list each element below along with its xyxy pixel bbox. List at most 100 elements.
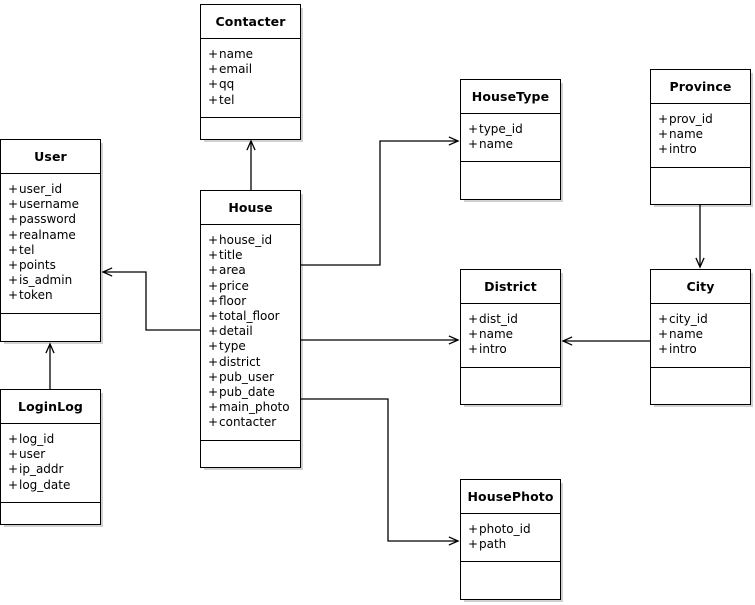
uml-attribute-row: +tel [1, 243, 100, 258]
visibility-marker: + [208, 62, 219, 77]
attribute-name: user_id [19, 182, 63, 196]
uml-attribute-row: +type_id [461, 122, 560, 137]
uml-operation-compartment [1, 503, 100, 519]
visibility-marker: + [208, 248, 219, 263]
uml-attribute-row: +pub_user [201, 370, 300, 385]
attribute-name: intro [669, 342, 697, 357]
visibility-marker: + [658, 142, 669, 157]
uml-attribute-row: +total_floor [201, 309, 300, 324]
uml-attribute-row: +tel [201, 93, 300, 108]
edge-line [301, 398, 458, 542]
visibility-marker: + [468, 312, 479, 326]
visibility-marker: + [8, 477, 19, 492]
uml-attribute-row: +qq [201, 77, 300, 92]
uml-class-title: City [651, 270, 750, 304]
uml-operation-compartment [651, 368, 750, 384]
visibility-marker: + [468, 522, 479, 536]
uml-class-loginlog[interactable]: LoginLog+log_id+user+ip_addr+log_date [0, 389, 101, 525]
uml-attribute-compartment: +type_id+name [461, 114, 560, 163]
visibility-marker: + [208, 324, 219, 339]
visibility-marker: + [208, 77, 219, 92]
uml-class-province[interactable]: Province+prov_id+name+intro [650, 69, 751, 205]
attribute-name: contacter [219, 415, 277, 430]
uml-operation-compartment [201, 441, 300, 457]
attribute-name: name [479, 327, 514, 342]
uml-attribute-row: +main_photo [201, 400, 300, 415]
uml-class-housephoto[interactable]: HousePhoto+photo_id+path [460, 479, 561, 600]
edge-city-to-district[interactable] [561, 336, 650, 346]
uml-attribute-compartment: +house_id+title+area+price+floor+total_f… [201, 225, 300, 441]
uml-operation-compartment [201, 118, 300, 134]
visibility-marker: + [658, 327, 669, 342]
visibility-marker: + [468, 537, 479, 552]
visibility-marker: + [8, 182, 19, 196]
visibility-marker: + [468, 327, 479, 342]
visibility-marker: + [658, 312, 669, 326]
visibility-marker: + [8, 462, 19, 477]
attribute-name: title [219, 248, 243, 263]
attribute-name: city_id [669, 312, 708, 326]
visibility-marker: + [8, 197, 19, 212]
attribute-name: qq [219, 77, 235, 92]
uml-attribute-row: +area [201, 263, 300, 278]
uml-attribute-row: +district [201, 355, 300, 370]
uml-attribute-row: +path [461, 537, 560, 552]
uml-attribute-row: +dist_id [461, 312, 560, 327]
attribute-name: log_date [19, 477, 71, 492]
attribute-name: tel [19, 242, 35, 257]
visibility-marker: + [208, 293, 219, 308]
attribute-name: district [219, 354, 261, 369]
uml-class-title: LoginLog [1, 390, 100, 424]
edge-house-to-housetype[interactable] [301, 136, 460, 266]
edge-house-to-district[interactable] [301, 335, 460, 345]
uml-attribute-row: +intro [651, 142, 750, 157]
uml-attribute-compartment: +log_id+user+ip_addr+log_date [1, 424, 100, 503]
uml-attribute-row: +house_id [201, 233, 300, 248]
attribute-name: path [479, 537, 507, 552]
uml-attribute-row: +floor [201, 294, 300, 309]
uml-class-user[interactable]: User+user_id+username+password+realname+… [0, 139, 101, 342]
arrowhead-open-icon [448, 335, 460, 345]
uml-attribute-row: +realname [1, 228, 100, 243]
edge-house-to-user[interactable] [101, 267, 200, 331]
edge-house-to-contacter[interactable] [246, 139, 256, 190]
attribute-name: pub_user [219, 369, 275, 384]
uml-attribute-row: +ip_addr [1, 462, 100, 477]
attribute-name: password [19, 212, 76, 227]
visibility-marker: + [8, 432, 19, 446]
uml-attribute-compartment: +photo_id+path [461, 514, 560, 563]
edge-house-to-housephoto[interactable] [301, 398, 460, 546]
uml-attribute-row: +email [201, 62, 300, 77]
uml-attribute-compartment: +user_id+username+password+realname+tel+… [1, 174, 100, 314]
edge-loginlog-to-user[interactable] [45, 342, 55, 389]
uml-attribute-row: +name [651, 327, 750, 342]
uml-class-title: Contacter [201, 5, 300, 39]
uml-attribute-row: +password [1, 212, 100, 227]
uml-attribute-row: +intro [651, 342, 750, 357]
attribute-name: name [669, 127, 704, 142]
edge-line [103, 271, 200, 331]
uml-attribute-row: +prov_id [651, 112, 750, 127]
attribute-name: token [19, 288, 53, 303]
arrowhead-open-icon [561, 336, 573, 346]
visibility-marker: + [208, 92, 219, 107]
uml-attribute-row: +username [1, 197, 100, 212]
uml-class-house[interactable]: House+house_id+title+area+price+floor+to… [200, 190, 301, 468]
uml-class-title: HousePhoto [461, 480, 560, 514]
uml-attribute-row: +token [1, 288, 100, 303]
uml-class-contacter[interactable]: Contacter+name+email+qq+tel [200, 4, 301, 140]
attribute-name: house_id [219, 233, 273, 247]
attribute-name: username [19, 197, 79, 212]
uml-class-title: HouseType [461, 80, 560, 114]
attribute-name: tel [219, 92, 235, 107]
visibility-marker: + [208, 400, 219, 415]
uml-attribute-row: +name [461, 137, 560, 152]
uml-class-district[interactable]: District+dist_id+name+intro [460, 269, 561, 405]
attribute-name: user [19, 447, 46, 462]
uml-class-city[interactable]: City+city_id+name+intro [650, 269, 751, 405]
attribute-name: email [219, 62, 253, 77]
uml-attribute-compartment: +city_id+name+intro [651, 304, 750, 368]
uml-class-housetype[interactable]: HouseType+type_id+name [460, 79, 561, 200]
edge-province-to-city[interactable] [695, 205, 705, 269]
